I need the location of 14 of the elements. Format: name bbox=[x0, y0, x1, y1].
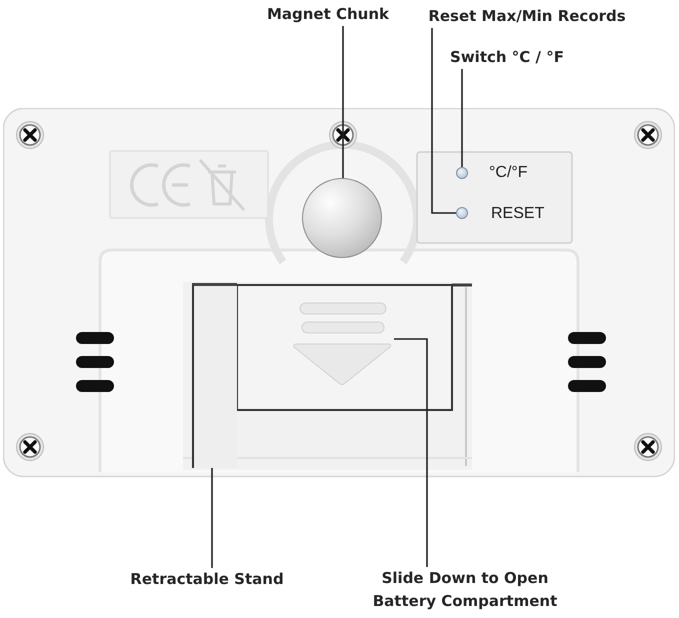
panel-marking: °C/°F bbox=[489, 164, 528, 182]
callout-label: Slide Down to Open Battery Compartment bbox=[354, 567, 576, 613]
leader-line bbox=[211, 468, 213, 568]
callout-label: Switch °C / °F bbox=[450, 46, 564, 69]
callout-label: Reset Max/Min Records bbox=[428, 5, 626, 28]
leader-line bbox=[342, 26, 344, 178]
leader-line bbox=[461, 69, 463, 167]
callout-label: Magnet Chunk bbox=[266, 3, 390, 26]
slide-arrow-icon bbox=[291, 301, 394, 387]
panel-marking: RESET bbox=[491, 205, 544, 223]
leader-line bbox=[431, 28, 456, 214]
stand-leg bbox=[192, 283, 237, 468]
callout-label: Retractable Stand bbox=[130, 568, 284, 591]
leader-line bbox=[394, 338, 428, 567]
